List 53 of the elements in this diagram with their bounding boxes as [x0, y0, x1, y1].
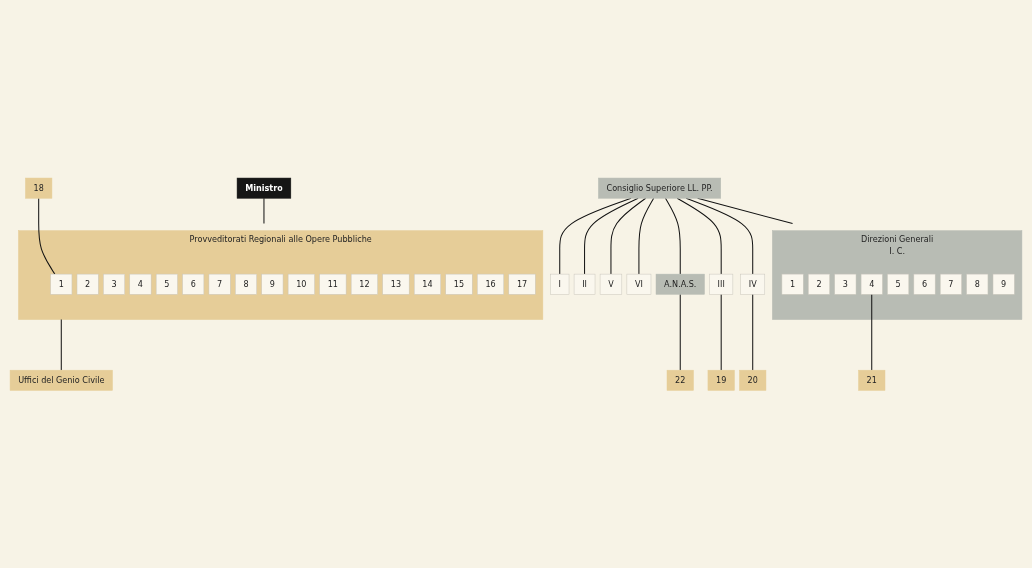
- node-box: 2: [808, 273, 830, 295]
- connector: [60, 318, 62, 371]
- node-box: 21: [858, 369, 886, 391]
- connector: [871, 293, 873, 371]
- node-box: 2: [76, 273, 99, 295]
- connector: [676, 197, 722, 275]
- node-box: Ministro: [236, 177, 292, 199]
- connector: [752, 293, 754, 371]
- connector: [38, 197, 56, 275]
- node-box: 6: [182, 273, 205, 295]
- node-box: 15: [445, 273, 473, 295]
- node-box: 17: [508, 273, 536, 295]
- connector: [720, 293, 722, 371]
- node-box: 3: [103, 273, 125, 295]
- node-box: 8: [966, 273, 989, 295]
- node-box: 9: [261, 273, 284, 295]
- node-box: 7: [208, 273, 231, 295]
- node-box: 12: [350, 273, 378, 295]
- node-box: A.N.A.S.: [655, 273, 705, 295]
- node-box: 7: [940, 273, 962, 295]
- node-box: 14: [413, 273, 441, 295]
- node-box: 18: [25, 177, 53, 199]
- node-box: 3: [834, 273, 857, 295]
- node-box: 1: [781, 273, 804, 295]
- node-box: Consiglio Superiore LL. PP.: [598, 177, 721, 199]
- node-box: 22: [666, 369, 694, 391]
- node-box: VI: [626, 273, 652, 295]
- connector: [664, 197, 681, 275]
- node-box: 8: [235, 273, 257, 295]
- node-box: I: [550, 273, 570, 295]
- node-box: 19: [707, 369, 735, 391]
- node-box: 20: [739, 369, 767, 391]
- connector: [584, 197, 639, 275]
- node-box: 4: [860, 273, 883, 295]
- node-box: 16: [477, 273, 504, 295]
- node-box: 5: [155, 273, 178, 295]
- connector: [610, 197, 647, 275]
- node-box: 5: [887, 273, 910, 295]
- connector: [679, 293, 681, 371]
- node-box: 9: [992, 273, 1015, 295]
- node-box: 10: [287, 273, 315, 295]
- node-box: V: [599, 273, 623, 295]
- connector: [638, 197, 655, 275]
- node-box: 6: [913, 273, 936, 295]
- node-box: II: [573, 273, 596, 295]
- node-box: III: [709, 273, 734, 295]
- node-box: IV: [740, 273, 766, 295]
- node-box: 1: [50, 273, 73, 295]
- node-box: 13: [382, 273, 410, 295]
- node-box: Uffici del Genio Civile: [9, 369, 113, 391]
- node-box: 11: [319, 273, 347, 295]
- connector: [263, 197, 265, 224]
- node-box: 4: [129, 273, 152, 295]
